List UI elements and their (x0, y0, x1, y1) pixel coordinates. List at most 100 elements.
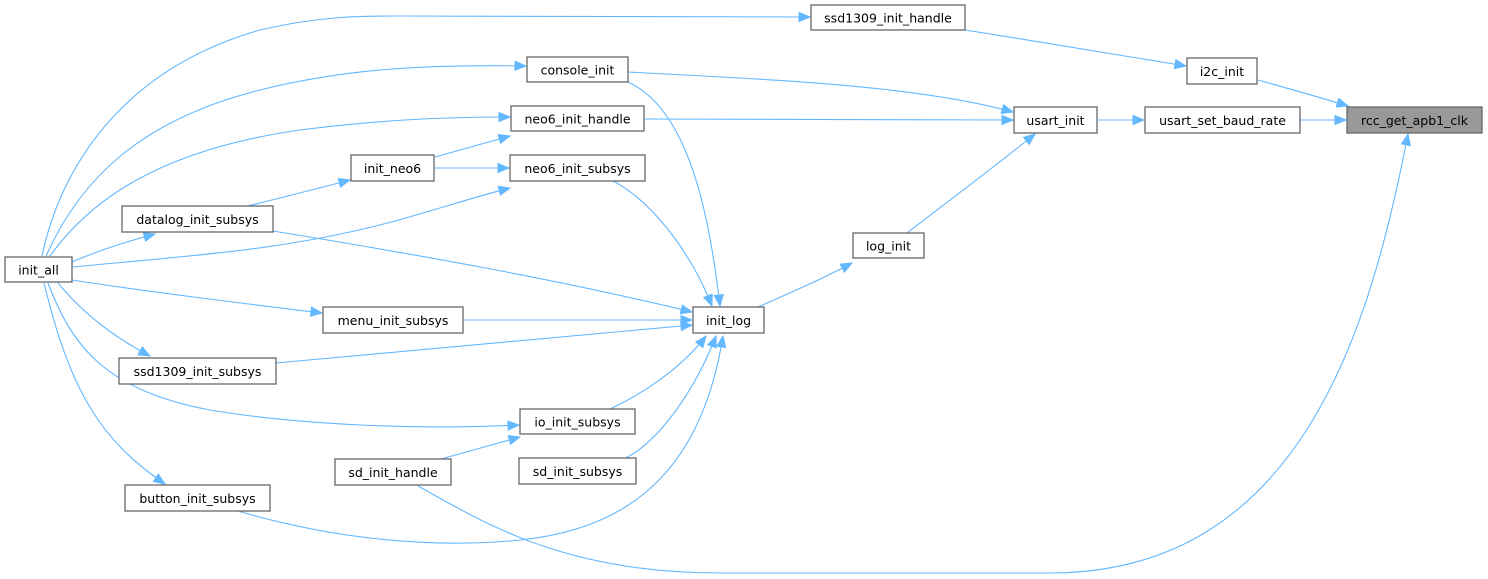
edge-console_init-to-init_log (627, 81, 724, 308)
node-box[interactable] (121, 205, 274, 233)
node-box[interactable] (692, 306, 765, 334)
node-box (1346, 106, 1483, 134)
node-label: i2c_init (1200, 64, 1244, 79)
node-label: init_neo6 (364, 161, 421, 176)
arrowhead-icon (680, 320, 694, 332)
edge-init_all-to-button_init_subsys (43, 282, 167, 485)
node-label: button_init_subsys (139, 491, 255, 506)
edge-io_init_subsys-to-init_log (609, 334, 707, 410)
arrowhead-icon (497, 185, 512, 196)
node-label: usart_set_baud_rate (1159, 113, 1286, 128)
arrowhead-icon (679, 304, 694, 315)
edge-init_neo6-to-neo6_init_subsys (435, 162, 511, 174)
edge-sd_init_handle-to-io_init_subsys (440, 435, 522, 460)
edge-init_all-to-datalog_init_subsys (71, 231, 157, 263)
arrowhead-icon (1001, 114, 1015, 126)
edge-button_init_subsys-to-init_log (237, 334, 727, 544)
node-rcc-get-apb1-clk: rcc_get_apb1_clk (1346, 106, 1483, 134)
node-ssd1309-init-handle[interactable]: ssd1309_init_handle (810, 4, 966, 31)
edge-line (625, 335, 717, 459)
edge-line (71, 187, 511, 268)
node-i2c-init[interactable]: i2c_init (1186, 57, 1258, 85)
node-box[interactable] (334, 458, 452, 486)
node-sd-init-handle[interactable]: sd_init_handle (334, 458, 452, 486)
node-log-init[interactable]: log_init (852, 232, 925, 259)
edge-i2c_init-to-rcc_get_apb1_clk (1257, 79, 1350, 108)
edge-line (440, 436, 521, 460)
edge-line (247, 179, 351, 207)
edge-line (644, 118, 1014, 121)
arrowhead-icon (137, 346, 152, 357)
arrowhead-icon (507, 435, 522, 446)
node-datalog-init-subsys[interactable]: datalog_init_subsys (121, 205, 274, 233)
edge-line (434, 135, 511, 158)
node-label: io_init_subsys (534, 415, 620, 430)
edge-line (237, 335, 724, 544)
edge-line (41, 15, 811, 257)
node-neo6-init-handle[interactable]: neo6_init_handle (510, 105, 645, 132)
node-label: sd_init_handle (348, 465, 438, 480)
edge-neo6_init_handle-to-usart_init (644, 114, 1015, 126)
edge-init_all-to-console_init (45, 60, 528, 257)
node-box[interactable] (526, 56, 629, 83)
node-label: init_log (706, 313, 751, 328)
edge-console_init-to-usart_init (627, 71, 1015, 114)
node-sd-init-subsys[interactable]: sd_init_subsys (518, 457, 637, 485)
node-box[interactable] (509, 154, 646, 182)
edge-sd_init_handle-to-rcc_get_apb1_clk (417, 132, 1411, 574)
node-box[interactable] (1186, 57, 1258, 85)
edge-datalog_init_subsys-to-init_log (272, 230, 694, 315)
node-neo6-init-subsys[interactable]: neo6_init_subsys (509, 154, 646, 182)
edge-line (45, 65, 527, 257)
edge-line (964, 29, 1187, 67)
node-box[interactable] (350, 154, 435, 182)
node-box[interactable] (118, 357, 277, 385)
arrowhead-icon (694, 334, 707, 349)
node-ssd1309-init-subsys[interactable]: ssd1309_init_subsys (118, 357, 277, 385)
node-io-init-subsys[interactable]: io_init_subsys (519, 408, 636, 435)
arrowhead-icon (713, 293, 724, 308)
node-usart-set-baud-rate[interactable]: usart_set_baud_rate (1144, 106, 1301, 134)
node-usart-init[interactable]: usart_init (1013, 106, 1098, 134)
node-label: menu_init_subsys (338, 313, 449, 328)
node-box[interactable] (519, 408, 636, 435)
node-box[interactable] (852, 232, 925, 259)
edge-line (57, 282, 151, 357)
node-box[interactable] (4, 256, 73, 283)
edge-init_all-to-ssd1309_init_subsys (57, 282, 152, 357)
edge-neo6_init_subsys-to-init_log (612, 180, 713, 308)
arrowhead-icon (142, 231, 157, 243)
node-button-init-subsys[interactable]: button_init_subsys (124, 484, 271, 512)
arrowhead-icon (702, 293, 713, 308)
node-label: sd_init_subsys (533, 464, 623, 479)
node-console-init[interactable]: console_init (526, 56, 629, 83)
edge-line (47, 282, 520, 428)
node-menu-init-subsys[interactable]: menu_init_subsys (322, 306, 464, 334)
edge-line (757, 262, 853, 308)
node-box[interactable] (810, 4, 966, 31)
edge-usart_init-to-usart_set_baud_rate (1098, 114, 1146, 126)
arrowhead-icon (309, 306, 324, 317)
edge-line (1257, 79, 1349, 107)
node-box[interactable] (124, 484, 271, 512)
edge-init_all-to-neo6_init_handle (49, 111, 512, 257)
node-init-neo6[interactable]: init_neo6 (350, 154, 435, 182)
node-box[interactable] (1013, 106, 1098, 134)
arrowhead-icon (1400, 132, 1411, 147)
node-label: ssd1309_init_subsys (134, 364, 262, 379)
node-label: console_init (541, 63, 615, 78)
node-box[interactable] (518, 457, 637, 485)
node-label: log_init (866, 239, 911, 254)
arrowhead-icon (839, 262, 854, 274)
edge-line (71, 279, 323, 314)
edge-line (71, 233, 156, 263)
edge-ssd1309_init_handle-to-i2c_init (964, 29, 1188, 70)
node-box[interactable] (1144, 106, 1301, 134)
node-init-all[interactable]: init_all (4, 256, 73, 283)
node-box[interactable] (322, 306, 464, 334)
node-init-log[interactable]: init_log (692, 306, 765, 334)
node-box[interactable] (510, 105, 645, 132)
arrowhead-icon (798, 11, 812, 23)
edge-init_all-to-io_init_subsys (47, 282, 521, 431)
